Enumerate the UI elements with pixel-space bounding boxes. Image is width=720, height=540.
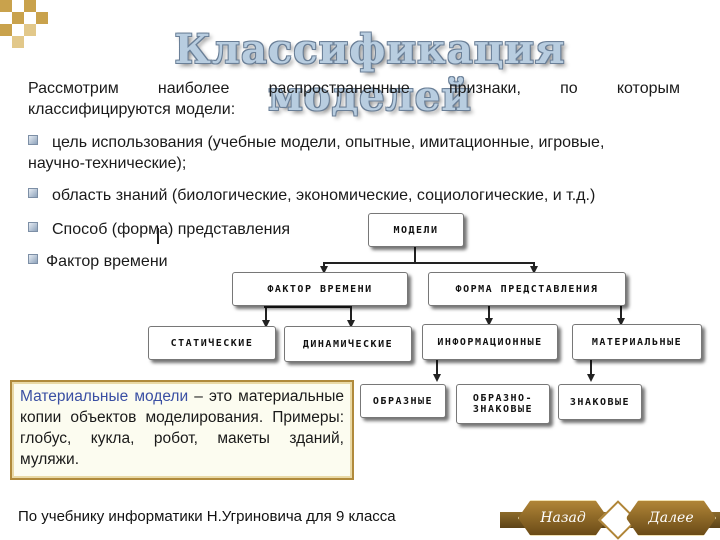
corner-decoration (0, 0, 60, 48)
arrow (347, 320, 355, 328)
connector (414, 247, 416, 263)
connector (590, 360, 592, 378)
bullet-time-factor: Фактор времени (28, 251, 168, 272)
connector (488, 306, 490, 322)
intro-word: Рассмотрим (28, 80, 119, 97)
connector (265, 306, 267, 324)
bullet-representation: Способ (форма) представления (28, 219, 290, 240)
next-button[interactable]: Далее (626, 500, 716, 536)
intro-word: по (560, 80, 578, 97)
box-informational: ИНФОРМАЦИОННЫЕ (422, 324, 558, 360)
note-highlight: Материальные модели (20, 388, 189, 405)
box-static: СТАТИЧЕСКИЕ (148, 326, 276, 360)
connector (323, 262, 534, 264)
back-button-label: Назад (540, 510, 586, 526)
box-time-factor: ФАКТОР ВРЕМЕНИ (232, 272, 408, 306)
box-figurative-sign: ОБРАЗНО- ЗНАКОВЫЕ (456, 384, 550, 424)
arrow (587, 374, 595, 382)
box-sign: ЗНАКОВЫЕ (558, 384, 642, 420)
intro-line-2: классифицируются модели: (28, 101, 236, 118)
bullet-text: научно-технические); (28, 155, 187, 172)
next-button-shape (626, 500, 716, 536)
bullet-marker (28, 254, 38, 264)
intro-text: Рассмотрим наиболее распространенные при… (28, 78, 680, 120)
bullet-marker (28, 222, 38, 232)
intro-word: которым (616, 80, 680, 97)
intro-line-1: Рассмотрим наиболее распространенные при… (28, 78, 680, 99)
bullet-text: Фактор времени (46, 253, 168, 270)
connector (264, 306, 352, 308)
bullet-text: область знаний (биологические, экономиче… (52, 187, 596, 204)
box-representation-form: ФОРМА ПРЕДСТАВЛЕНИЯ (428, 272, 626, 306)
arrow (617, 318, 625, 326)
box-dynamic: ДИНАМИЧЕСКИЕ (284, 326, 412, 362)
arrow (320, 266, 328, 274)
box-figurative: ОБРАЗНЫЕ (360, 384, 446, 418)
arrow (262, 320, 270, 328)
next-button-label: Далее (648, 510, 694, 526)
bullet-text: Способ (форма) представления (52, 221, 291, 238)
bullet-purpose: цель использования (учебные модели, опыт… (28, 132, 688, 174)
note-text: – это материальные копии объектов модели… (20, 388, 344, 468)
connector (620, 306, 622, 322)
box-models: МОДЕЛИ (368, 213, 464, 247)
slide-title: Классификация моделей (174, 26, 566, 120)
connector (436, 360, 438, 378)
back-button[interactable]: Назад (518, 500, 608, 536)
bullet-marker (28, 188, 38, 198)
bullet-knowledge-area: область знаний (биологические, экономиче… (28, 185, 595, 206)
box-material: МАТЕРИАЛЬНЫЕ (572, 324, 702, 360)
arrow (433, 374, 441, 382)
bullet-text: цель использования (учебные модели, опыт… (52, 134, 605, 151)
bullet-marker (28, 135, 38, 145)
arrow (485, 318, 493, 326)
arrow (530, 266, 538, 274)
footer-source: По учебнику информатики Н.Угриновича для… (18, 508, 396, 525)
intro-word: наиболее (157, 80, 230, 97)
definition-note: Материальные модели – это материальные к… (10, 380, 354, 480)
text-cursor (157, 228, 159, 244)
connector (350, 306, 352, 324)
intro-word: распространенные (268, 80, 410, 97)
back-button-shape (518, 500, 608, 536)
intro-word: признаки, (448, 80, 521, 97)
